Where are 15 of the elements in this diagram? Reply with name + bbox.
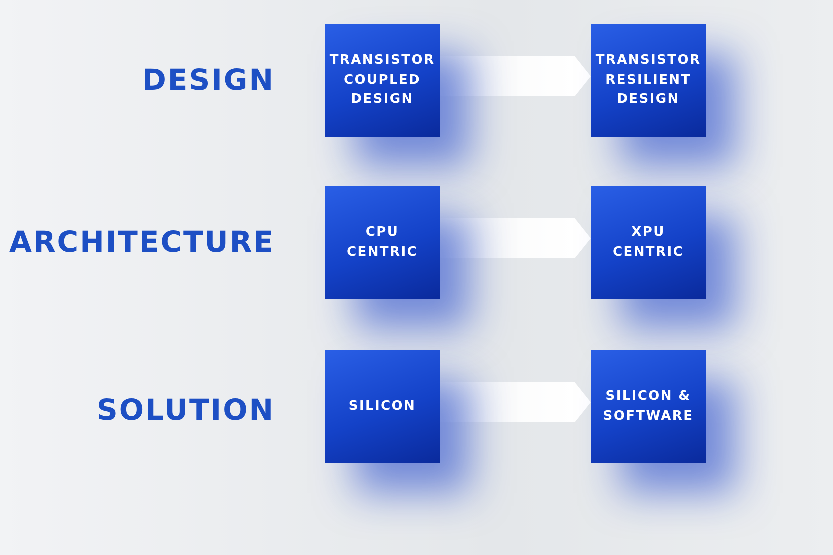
- box-text: TRANSISTOR RESILIENT DESIGN: [596, 52, 702, 110]
- process-box: [325, 186, 440, 299]
- process-box: [325, 350, 440, 463]
- process-box: [591, 186, 706, 299]
- process-box: [591, 24, 706, 137]
- box-text: SILICON & SOFTWARE: [602, 388, 695, 426]
- row-label: SOLUTION: [96, 393, 275, 427]
- box-text: CPU CENTRIC: [346, 224, 419, 262]
- box-text: XPU CENTRIC: [612, 224, 685, 262]
- row-label: DESIGN: [142, 63, 275, 97]
- process-box: [591, 350, 706, 463]
- box-text: TRANSISTOR COUPLED DESIGN: [330, 52, 436, 110]
- process-box: [325, 24, 440, 137]
- box-text: SILICON: [348, 398, 416, 416]
- row-label: ARCHITECTURE: [10, 225, 275, 259]
